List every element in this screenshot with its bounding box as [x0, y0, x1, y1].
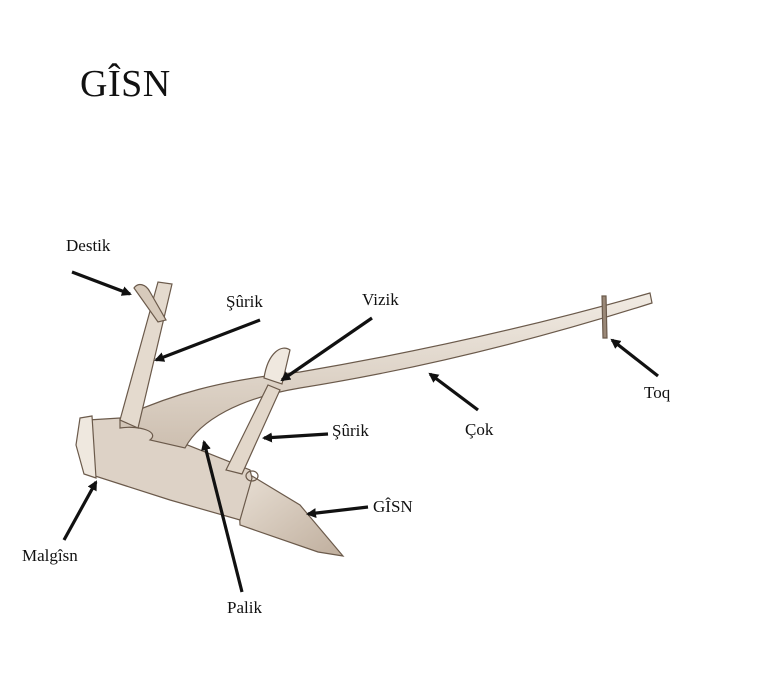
plough-share-shape: [237, 475, 345, 557]
label-destik: Destik: [66, 236, 111, 255]
label-gisn: GÎSN: [373, 497, 413, 516]
label-vizik: Vizik: [362, 290, 399, 309]
label-malgisn: Malgîsn: [22, 546, 78, 565]
arrow-destik: [71, 270, 132, 296]
arrow-gisn: [306, 505, 369, 519]
plough-ring-shape: [245, 470, 259, 482]
label-surik-bottom: Şûrik: [332, 421, 369, 440]
arrow-surik-top: [154, 318, 261, 362]
arrow-cok: [428, 372, 479, 412]
plough-beam-shape: [119, 292, 653, 449]
arrow-toq: [610, 338, 659, 378]
plough-sole-end-shape: [75, 415, 97, 479]
pointer-arrows: [62, 270, 659, 593]
arrow-palik: [201, 440, 244, 593]
label-cok: Çok: [465, 420, 494, 439]
plough-strut-shape: [225, 384, 281, 475]
page-title: GÎSN: [80, 63, 171, 105]
label-toq: Toq: [644, 383, 671, 402]
label-surik-top: Şûrik: [226, 292, 263, 311]
arrow-surik-bottom: [262, 432, 329, 443]
arrow-vizik: [280, 316, 373, 382]
plough-grip-shape: [133, 283, 167, 323]
plough-illustration: [75, 281, 653, 557]
plough-yoke-peg-shape: [601, 295, 608, 339]
arrow-malgisn: [62, 480, 98, 541]
label-palik: Palik: [227, 598, 262, 617]
